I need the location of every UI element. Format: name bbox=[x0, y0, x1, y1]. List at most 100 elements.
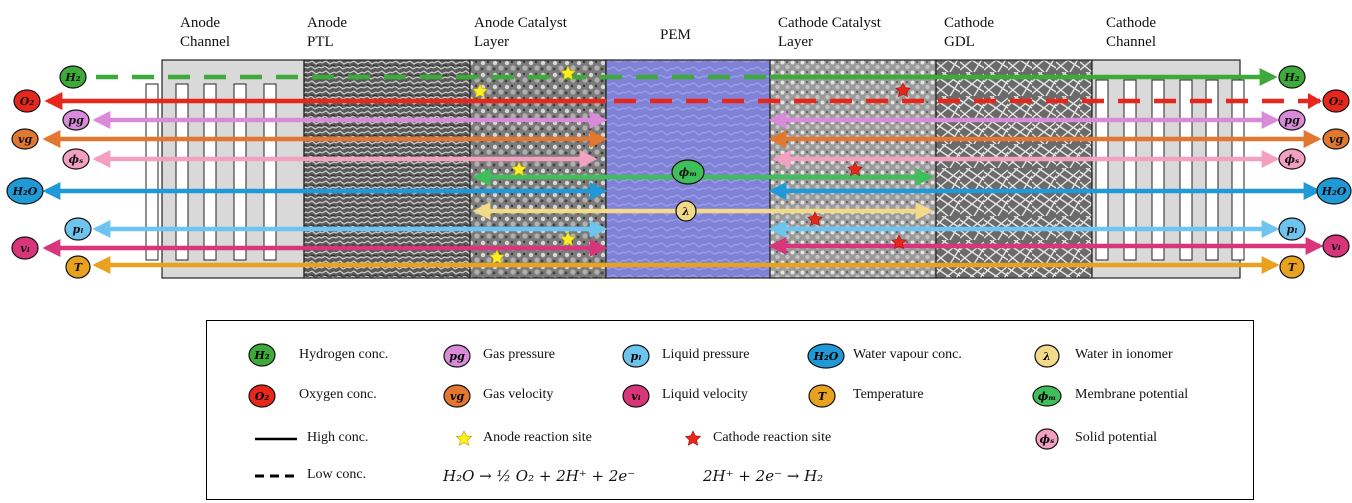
svg-text:pɡ: pɡ bbox=[449, 350, 466, 363]
legend-pg-badge: pɡ bbox=[443, 344, 471, 368]
svg-text:H₂: H₂ bbox=[253, 349, 269, 362]
anode-ptl bbox=[303, 59, 471, 279]
pl-badge-right: pₗ bbox=[1278, 217, 1306, 241]
legend-box: H₂ O₂ pɡ vɡ pₗ vₗ H₂O T λ ϕₘ ϕₛ Hydrogen… bbox=[206, 320, 1254, 500]
legend-t-label: Temperature bbox=[853, 387, 924, 402]
h2-badge-left: H₂ bbox=[59, 65, 87, 89]
header-cathode-cl: Cathode Catalyst Layer bbox=[778, 14, 881, 52]
svg-text:H₂O: H₂O bbox=[12, 185, 38, 198]
svg-text:T: T bbox=[1288, 261, 1297, 274]
anode-catalyst-layer bbox=[469, 59, 607, 279]
legend-pg-label: Gas pressure bbox=[483, 347, 555, 362]
vl-badge-right: vₗ bbox=[1322, 234, 1350, 258]
legend-h2o-badge: H₂O bbox=[807, 343, 845, 369]
anode-star-1 bbox=[560, 65, 576, 81]
svg-text:ϕₘ: ϕₘ bbox=[1038, 390, 1056, 403]
svg-text:O₂: O₂ bbox=[255, 390, 270, 403]
svg-text:T: T bbox=[818, 390, 827, 403]
vl-badge-left: vₗ bbox=[11, 236, 39, 260]
cathode-star-3 bbox=[807, 211, 823, 227]
header-pem-line1: PEM bbox=[660, 27, 691, 43]
phim-badge: ϕₘ bbox=[671, 159, 705, 185]
legend-vl-badge: vₗ bbox=[622, 384, 650, 408]
vg-badge-left: vɡ bbox=[11, 128, 39, 150]
svg-text:ϕₛ: ϕₛ bbox=[1040, 433, 1055, 446]
legend-o2-badge: O₂ bbox=[248, 384, 276, 408]
electrolyser-diagram: H₂ O₂ pɡ vɡ ϕₛ H₂O pₗ vₗ bbox=[6, 59, 1352, 279]
legend-o2-label: Oxygen conc. bbox=[299, 387, 377, 402]
t-badge-left: T bbox=[65, 255, 91, 279]
svg-text:ϕₘ: ϕₘ bbox=[679, 166, 697, 179]
svg-text:O₂: O₂ bbox=[20, 95, 35, 108]
phis-badge-left: ϕₛ bbox=[62, 148, 90, 170]
svg-text:ϕₛ: ϕₛ bbox=[1285, 153, 1300, 166]
svg-text:O₂: O₂ bbox=[1329, 95, 1344, 108]
legend-phim-label: Membrane potential bbox=[1075, 387, 1189, 402]
anode-star-2 bbox=[472, 83, 488, 99]
legend-vl-label: Liquid velocity bbox=[662, 387, 748, 402]
legend-phis-badge: ϕₛ bbox=[1035, 428, 1059, 450]
pg-badge-right: pɡ bbox=[1278, 109, 1306, 131]
anode-star-4 bbox=[560, 231, 576, 247]
legend-h2-label: Hydrogen conc. bbox=[299, 347, 389, 362]
h2-badge-right: H₂ bbox=[1278, 65, 1306, 89]
legend-pl-badge: pₗ bbox=[622, 344, 650, 368]
svg-text:H₂O: H₂O bbox=[813, 350, 839, 363]
legend-cathode-site-label: Cathode reaction site bbox=[713, 430, 832, 445]
cathode-star-4 bbox=[891, 234, 907, 250]
lambda-badge: λ bbox=[675, 200, 697, 222]
header-anode-cl-line1: Anode Catalyst bbox=[474, 15, 567, 31]
svg-text:H₂O: H₂O bbox=[1321, 185, 1347, 198]
anode-star-5 bbox=[489, 249, 505, 265]
header-cathode-cl-line2: Layer bbox=[778, 34, 813, 50]
legend-symbols: H₂ O₂ pɡ vɡ pₗ vₗ H₂O T λ ϕₘ ϕₛ bbox=[248, 343, 1062, 478]
header-cathode-channel-line2: Channel bbox=[1106, 34, 1156, 50]
header-cathode-cl-line1: Cathode Catalyst bbox=[778, 15, 881, 31]
legend-vg-badge: vɡ bbox=[443, 384, 471, 408]
svg-text:pₗ: pₗ bbox=[631, 350, 642, 363]
legend-high-label: High conc. bbox=[307, 430, 369, 445]
legend-low-label: Low conc. bbox=[307, 467, 367, 482]
header-anode-cl-line2: Layer bbox=[474, 34, 509, 50]
header-cathode-channel-line1: Cathode bbox=[1106, 15, 1156, 31]
legend-vg-label: Gas velocity bbox=[483, 387, 554, 402]
legend-h2o-label: Water vapour conc. bbox=[853, 347, 962, 362]
anode-star-3 bbox=[511, 161, 527, 177]
header-pem: PEM bbox=[660, 26, 691, 45]
header-cathode-channel: Cathode Channel bbox=[1106, 14, 1156, 52]
pl-badge-left: pₗ bbox=[64, 217, 92, 241]
svg-text:pₗ: pₗ bbox=[73, 223, 84, 236]
legend-lambda-badge: λ bbox=[1034, 344, 1060, 368]
header-anode-channel-line1: Anode bbox=[180, 15, 220, 31]
header-anode-channel: Anode Channel bbox=[180, 14, 230, 52]
header-anode-ptl-line1: Anode bbox=[307, 15, 347, 31]
svg-text:λ: λ bbox=[1042, 350, 1051, 363]
svg-text:ϕₛ: ϕₛ bbox=[69, 153, 84, 166]
cathode-reaction-stars bbox=[807, 82, 911, 250]
legend-anode-star-icon bbox=[455, 430, 473, 446]
svg-text:vɡ: vɡ bbox=[1329, 133, 1344, 146]
svg-text:pɡ: pɡ bbox=[1284, 114, 1301, 127]
svg-text:vɡ: vɡ bbox=[450, 390, 465, 403]
h2o-badge-right: H₂O bbox=[1316, 177, 1352, 205]
svg-text:T: T bbox=[74, 261, 83, 274]
svg-text:H₂: H₂ bbox=[64, 71, 80, 84]
legend-lambda-label: Water in ionomer bbox=[1075, 347, 1173, 362]
svg-text:pɡ: pɡ bbox=[68, 114, 85, 127]
header-anode-ptl-line2: PTL bbox=[307, 34, 334, 50]
phis-badge-right: ϕₛ bbox=[1278, 148, 1306, 170]
cathode-star-1 bbox=[895, 82, 911, 98]
o2-arrow-right-head bbox=[1308, 93, 1322, 109]
svg-text:vₗ: vₗ bbox=[631, 390, 641, 403]
o2-badge-right: O₂ bbox=[1322, 89, 1350, 113]
legend-t-badge: T bbox=[808, 384, 836, 408]
header-anode-cl: Anode Catalyst Layer bbox=[474, 14, 567, 52]
h2o-badge-left: H₂O bbox=[6, 177, 44, 205]
legend-phis-label: Solid potential bbox=[1075, 430, 1158, 445]
legend-anode-site-label: Anode reaction site bbox=[483, 430, 592, 445]
svg-text:vɡ: vɡ bbox=[18, 133, 33, 146]
legend-h2-badge: H₂ bbox=[248, 343, 276, 367]
anode-reaction-equation: H₂O → ½ O₂ + 2H⁺ + 2e⁻ bbox=[443, 467, 636, 485]
legend-pl-label: Liquid pressure bbox=[662, 347, 750, 362]
header-cathode-gdl-line1: Cathode bbox=[944, 15, 994, 31]
